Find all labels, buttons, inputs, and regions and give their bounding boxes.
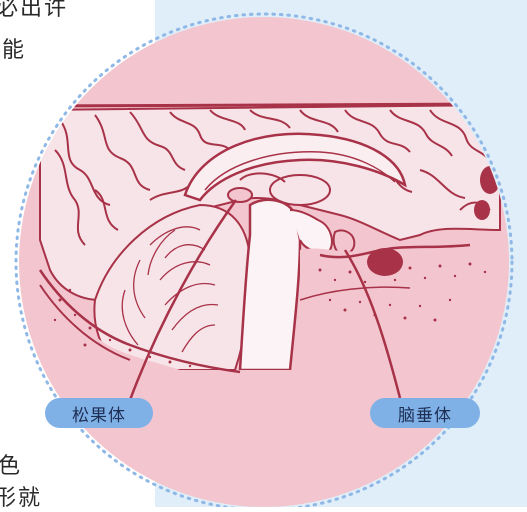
brain-section [40, 104, 500, 420]
label-pineal-gland: 松果体 [45, 398, 153, 428]
label-pituitary-gland: 脑垂体 [370, 398, 480, 428]
